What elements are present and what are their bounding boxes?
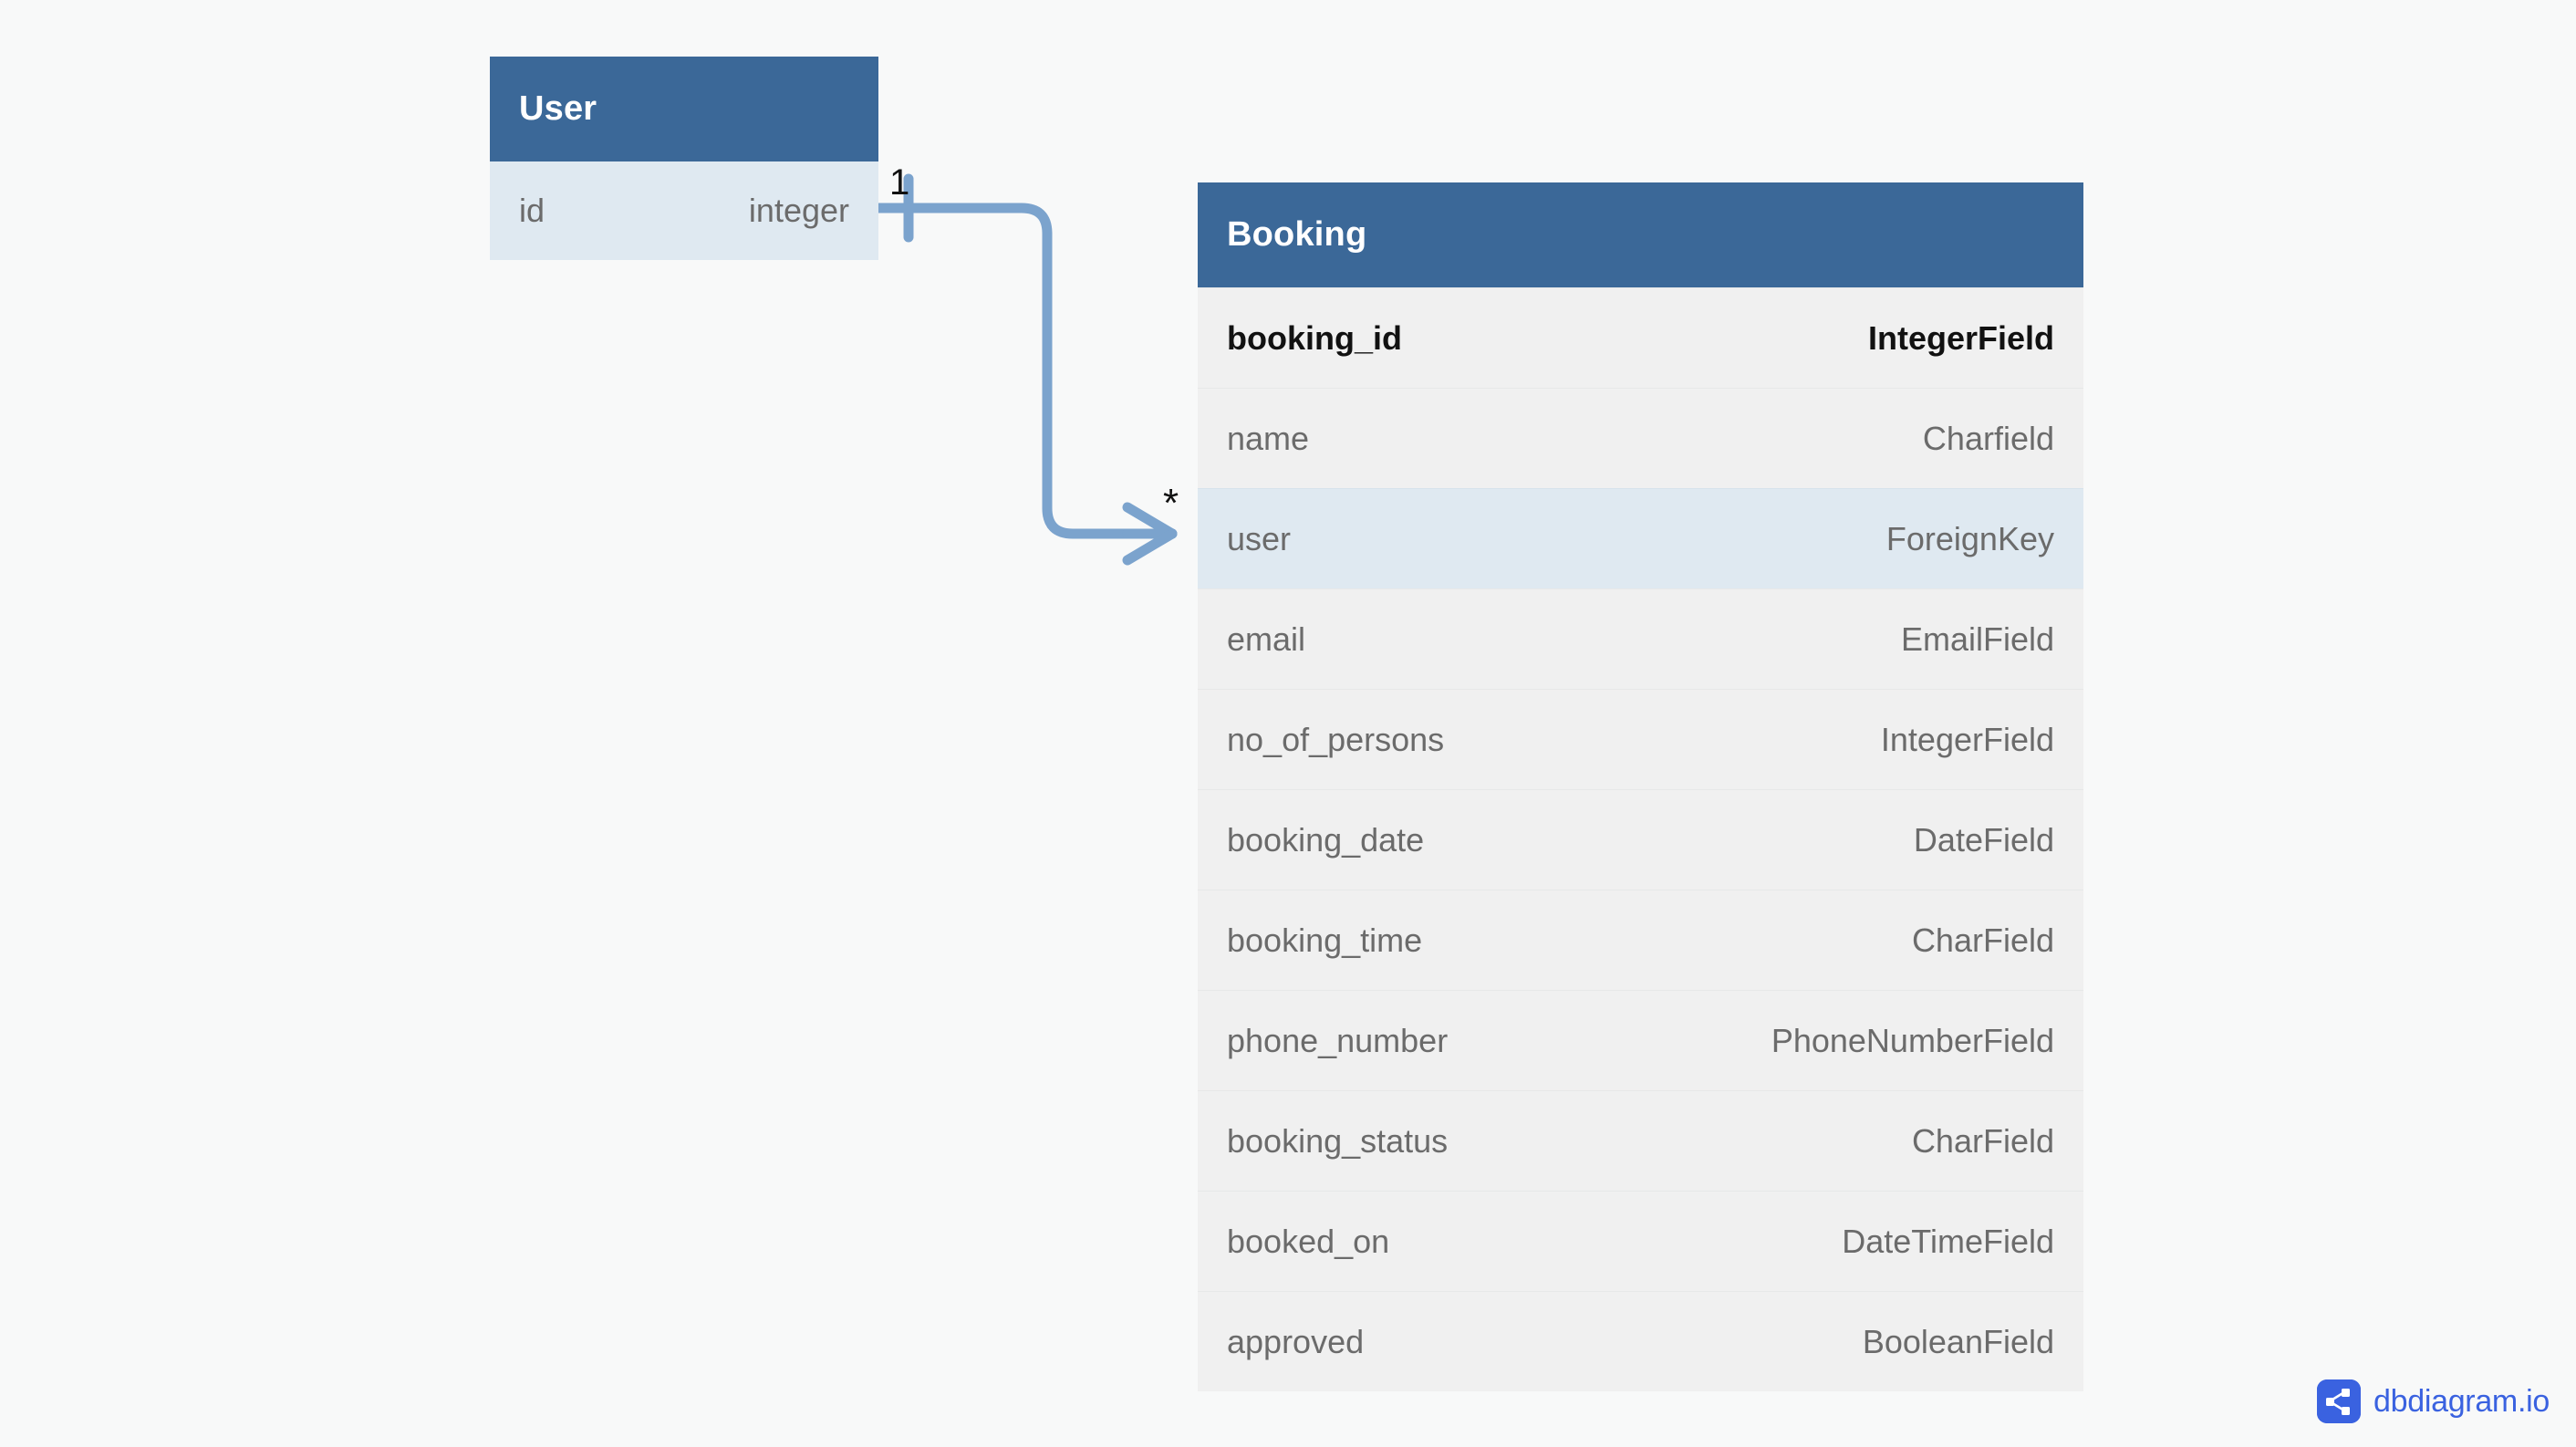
dbdiagram-brand-text: dbdiagram.io bbox=[2373, 1383, 2550, 1419]
table-row[interactable]: booking_time CharField bbox=[1198, 890, 2083, 990]
table-row[interactable]: booking_id IntegerField bbox=[1198, 287, 2083, 388]
dbdiagram-watermark[interactable]: dbdiagram.io bbox=[2317, 1379, 2550, 1423]
field-type: CharField bbox=[1911, 921, 2054, 959]
field-name: name bbox=[1227, 419, 1310, 457]
field-type: IntegerField bbox=[1880, 720, 2054, 758]
field-type: IntegerField bbox=[1867, 318, 2054, 357]
cardinality-many-label: * bbox=[1163, 481, 1179, 526]
field-type: integer bbox=[748, 192, 849, 229]
field-type: DateTimeField bbox=[1842, 1222, 2054, 1260]
table-row[interactable]: booking_status CharField bbox=[1198, 1090, 2083, 1191]
table-row[interactable]: phone_number PhoneNumberField bbox=[1198, 990, 2083, 1090]
field-type: BooleanField bbox=[1862, 1322, 2054, 1360]
field-name: user bbox=[1227, 519, 1292, 557]
table-row[interactable]: approved BooleanField bbox=[1198, 1291, 2083, 1391]
cardinality-one-label: 1 bbox=[889, 162, 910, 203]
table-row[interactable]: user ForeignKey bbox=[1198, 488, 2083, 588]
table-card-booking[interactable]: Booking booking_id IntegerField name Cha… bbox=[1198, 182, 2083, 1391]
field-name: booking_status bbox=[1227, 1121, 1449, 1160]
field-type: Charfield bbox=[1922, 419, 2054, 457]
table-row[interactable]: booked_on DateTimeField bbox=[1198, 1191, 2083, 1291]
field-name: no_of_persons bbox=[1227, 720, 1445, 758]
table-row[interactable]: id integer bbox=[490, 161, 878, 260]
field-name: phone_number bbox=[1227, 1021, 1449, 1059]
table-header-user[interactable]: User bbox=[490, 57, 878, 161]
field-name: booking_id bbox=[1227, 318, 1402, 357]
field-name: booking_date bbox=[1227, 820, 1425, 859]
table-card-user[interactable]: User id integer bbox=[490, 57, 878, 260]
field-name: email bbox=[1227, 619, 1306, 658]
field-name: id bbox=[519, 192, 545, 229]
field-type: DateField bbox=[1913, 820, 2054, 859]
table-row[interactable]: no_of_persons IntegerField bbox=[1198, 689, 2083, 789]
table-row[interactable]: booking_date DateField bbox=[1198, 789, 2083, 890]
field-type: PhoneNumberField bbox=[1771, 1021, 2054, 1059]
field-type: EmailField bbox=[1900, 619, 2054, 658]
relationship-line[interactable] bbox=[873, 203, 1176, 539]
field-name: booking_time bbox=[1227, 921, 1423, 959]
table-row[interactable]: name Charfield bbox=[1198, 388, 2083, 488]
table-title-booking: Booking bbox=[1227, 215, 1367, 254]
field-name: approved bbox=[1227, 1322, 1365, 1360]
field-name: booked_on bbox=[1227, 1222, 1390, 1260]
share-nodes-icon bbox=[2317, 1379, 2361, 1423]
field-type: CharField bbox=[1911, 1121, 2054, 1160]
table-title-user: User bbox=[519, 89, 597, 128]
table-header-booking[interactable]: Booking bbox=[1198, 182, 2083, 287]
table-row[interactable]: email EmailField bbox=[1198, 588, 2083, 689]
field-type: ForeignKey bbox=[1885, 519, 2054, 557]
